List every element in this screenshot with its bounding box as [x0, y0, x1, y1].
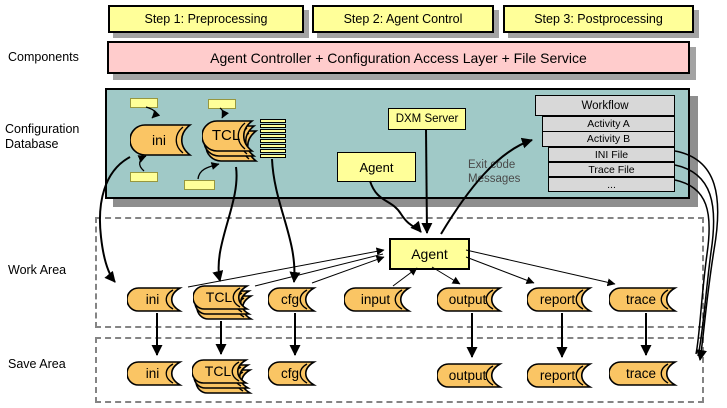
config-ini-label: ini — [151, 132, 166, 148]
exit-code-note: Exit code Messages — [468, 158, 520, 186]
work-file-ini: ini — [127, 287, 188, 312]
work-file-output: output — [437, 287, 508, 312]
step-2-box: Step 2: Agent Control — [312, 5, 494, 33]
tape-shape — [130, 124, 193, 156]
components-bar: Agent Controller + Configuration Access … — [107, 41, 690, 74]
config-snippet-rect-1 — [130, 98, 158, 108]
save-file-trace-label: trace — [625, 366, 656, 381]
stacked-bars-icon — [260, 119, 286, 159]
save-area-box — [95, 337, 704, 403]
tape-shape — [268, 361, 317, 386]
tape-shape — [527, 287, 593, 312]
row-label-work-area: Work Area — [8, 263, 67, 277]
work-file-report: report — [527, 287, 598, 312]
workflow-stack-item-activity-a: Activity A — [542, 116, 675, 132]
tape-shape — [609, 361, 678, 386]
config-snippet-rect-3 — [130, 172, 158, 182]
tape-shape — [202, 120, 259, 162]
save-file-cfg-label: cfg — [280, 366, 299, 381]
work-file-cfg: cfg — [268, 287, 322, 312]
work-agent-box: Agent — [389, 238, 470, 270]
save-file-ini-label: ini — [145, 366, 160, 381]
work-file-ini-label: ini — [145, 292, 160, 307]
tape-shape — [268, 287, 317, 312]
tape-shape — [127, 287, 183, 312]
tape-shape — [127, 361, 183, 386]
save-file-tcl: TCL — [192, 359, 254, 394]
workflow-stack-item-activity-b: Activity B — [542, 131, 675, 147]
work-file-trace-label: trace — [625, 292, 656, 307]
step-1-box: Step 1: Preprocessing — [108, 5, 304, 33]
tape-shape — [437, 363, 503, 388]
exit-code-note-line1: Exit code — [468, 159, 516, 171]
step-3-box: Step 3: Postprocessing — [503, 5, 694, 33]
work-file-trace: trace — [609, 287, 683, 312]
work-file-tcl: TCL — [193, 285, 255, 320]
save-file-report-label: report — [539, 368, 576, 383]
exit-code-note-line2: Messages — [468, 173, 521, 185]
config-tcl-label: TCL — [211, 127, 241, 144]
save-file-trace: trace — [609, 361, 683, 386]
tape-shape — [609, 287, 678, 312]
bar-icon-row — [260, 144, 286, 148]
save-file-cfg: cfg — [268, 361, 322, 386]
row-label-components: Components — [8, 50, 79, 64]
work-file-tcl-label: TCL — [205, 289, 233, 305]
work-file-report-label: report — [539, 292, 576, 307]
dxm-server-box: DXM Server — [388, 108, 466, 130]
tape-shape — [437, 287, 503, 312]
save-file-tcl-label: TCL — [204, 363, 232, 379]
bar-icon-row — [260, 149, 286, 153]
bar-icon-row — [260, 124, 286, 128]
workflow-stack-item-workflow: Workflow — [535, 95, 675, 116]
bar-icon-row — [260, 134, 286, 138]
work-file-input: input — [344, 287, 417, 312]
config-ini-tape: ini — [130, 124, 198, 156]
row-label-save-area: Save Area — [8, 357, 66, 371]
work-file-cfg-label: cfg — [280, 292, 299, 307]
save-file-output-label: output — [448, 368, 487, 383]
row-label-configuration-database: Configuration Database — [5, 122, 80, 151]
config-agent-box: Agent — [337, 152, 416, 182]
work-file-input-label: input — [360, 292, 391, 307]
save-file-report: report — [527, 363, 598, 388]
tape-shape — [193, 285, 254, 320]
tape-shape — [344, 287, 412, 312]
bar-icon-row — [260, 154, 286, 158]
workflow-stack-item-more: ... — [548, 177, 675, 192]
workflow-stack-item-ini-file: INI File — [548, 147, 675, 162]
config-snippet-rect-4 — [184, 180, 215, 190]
tape-shape — [527, 363, 593, 388]
tape-shape — [192, 359, 253, 394]
save-file-ini: ini — [127, 361, 188, 386]
config-snippet-rect-2 — [208, 99, 236, 109]
save-file-output: output — [437, 363, 508, 388]
config-tcl-tape-stack: TCL — [202, 120, 260, 162]
bar-icon-row — [260, 129, 286, 133]
bar-icon-row — [260, 119, 286, 123]
bar-icon-row — [260, 139, 286, 143]
work-file-output-label: output — [448, 292, 487, 307]
workflow-stack-item-trace-file: Trace File — [548, 162, 675, 177]
